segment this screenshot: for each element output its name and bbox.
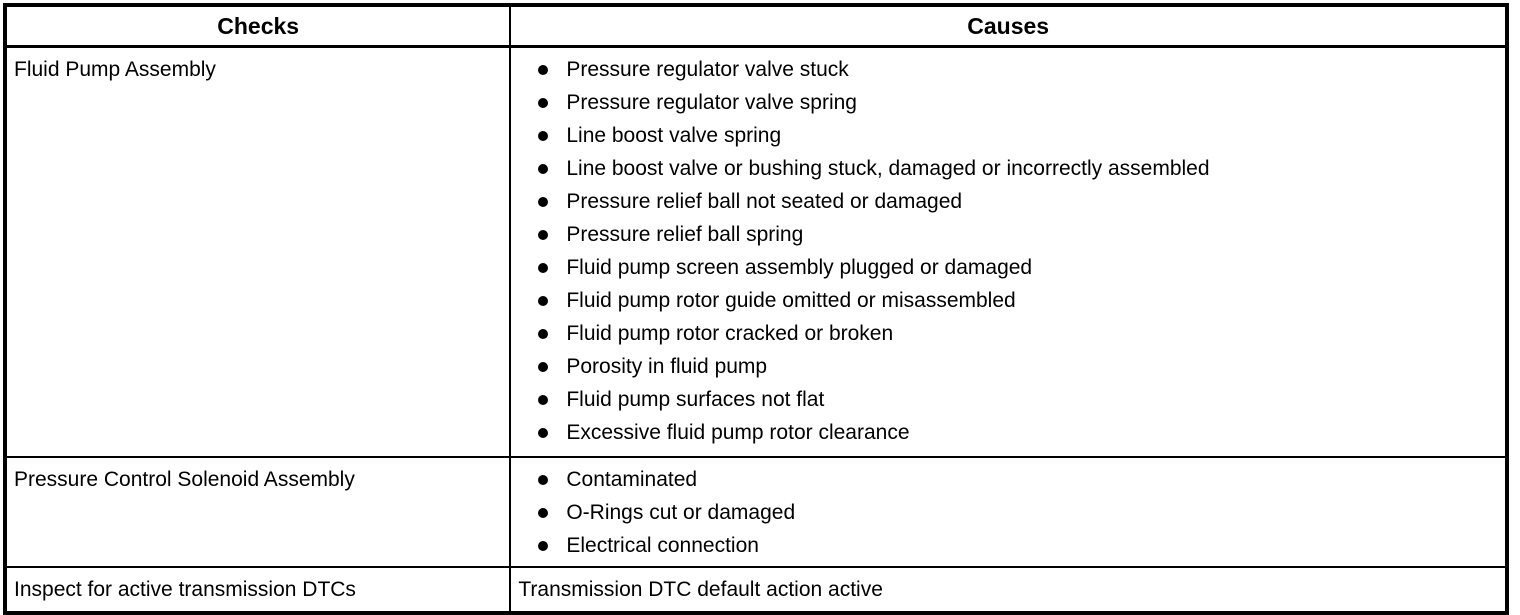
check-cell: Inspect for active transmission DTCs bbox=[5, 566, 512, 613]
cause-item: Pressure relief ball spring bbox=[511, 218, 1495, 251]
cause-text: Fluid pump rotor cracked or broken bbox=[566, 322, 894, 345]
cause-text: Pressure regulator valve spring bbox=[566, 91, 857, 114]
bullet-icon bbox=[538, 508, 549, 518]
cause-text: Line boost valve spring bbox=[566, 124, 782, 147]
bullet-icon bbox=[538, 475, 549, 485]
bullet-icon bbox=[538, 362, 549, 372]
cause-text: Electrical connection bbox=[566, 534, 759, 557]
bullet-icon bbox=[538, 395, 549, 405]
bullet-icon bbox=[538, 65, 549, 75]
cause-item: Line boost valve or bushing stuck, damag… bbox=[511, 152, 1495, 185]
causes-cell: Transmission DTC default action active bbox=[510, 566, 1507, 613]
check-cell: Fluid Pump Assembly bbox=[5, 46, 512, 457]
check-cell: Pressure Control Solenoid Assembly bbox=[5, 456, 512, 567]
table-row: Inspect for active transmission DTCs Tran… bbox=[5, 566, 1507, 613]
cause-item: Contaminated bbox=[511, 463, 1495, 496]
bullet-icon bbox=[538, 164, 549, 174]
cause-item: Electrical connection bbox=[511, 529, 1495, 562]
bullet-icon bbox=[538, 541, 549, 551]
cause-text: Pressure relief ball not seated or damag… bbox=[566, 190, 963, 213]
cause-item: Pressure regulator valve spring bbox=[511, 86, 1495, 119]
bullet-icon bbox=[538, 329, 549, 339]
cause-item: Excessive fluid pump rotor clearance bbox=[511, 416, 1495, 449]
bullet-icon bbox=[538, 428, 549, 438]
header-row: Checks Causes bbox=[5, 5, 1507, 48]
cause-item: Fluid pump rotor guide omitted or misass… bbox=[511, 284, 1495, 317]
cause-text: Excessive fluid pump rotor clearance bbox=[566, 421, 910, 444]
cause-item: Fluid pump surfaces not flat bbox=[511, 383, 1495, 416]
cause-text: Pressure relief ball spring bbox=[566, 223, 804, 246]
header-cell-causes: Causes bbox=[510, 5, 1507, 48]
cause-text: Pressure regulator valve stuck bbox=[566, 58, 849, 81]
cause-item: O-Rings cut or damaged bbox=[511, 496, 1495, 529]
cause-item: Fluid pump screen assembly plugged or da… bbox=[511, 251, 1495, 284]
cause-text: O-Rings cut or damaged bbox=[566, 501, 796, 524]
bullet-icon bbox=[538, 263, 549, 273]
cause-item: Fluid pump rotor cracked or broken bbox=[511, 317, 1495, 350]
cause-text: Porosity in fluid pump bbox=[566, 355, 768, 378]
cause-text: Line boost valve or bushing stuck, damag… bbox=[566, 157, 1210, 180]
cause-text: Fluid pump screen assembly plugged or da… bbox=[566, 256, 1033, 279]
cause-text: Fluid pump rotor guide omitted or misass… bbox=[566, 289, 1016, 312]
cause-text: Fluid pump surfaces not flat bbox=[566, 388, 825, 411]
bullet-icon bbox=[538, 131, 549, 141]
cause-text: Transmission DTC default action active bbox=[518, 578, 883, 601]
cause-item: Pressure relief ball not seated or damag… bbox=[511, 185, 1495, 218]
header-cell-checks: Checks bbox=[5, 5, 512, 48]
bullet-icon bbox=[538, 197, 549, 207]
bullet-icon bbox=[538, 230, 549, 240]
cause-text: Contaminated bbox=[566, 468, 698, 491]
bullet-icon bbox=[538, 98, 549, 108]
bullet-icon bbox=[538, 296, 549, 306]
cause-item: Pressure regulator valve stuck bbox=[511, 53, 1495, 86]
cause-item: Line boost valve spring bbox=[511, 119, 1495, 152]
cause-item: Porosity in fluid pump bbox=[511, 350, 1495, 383]
